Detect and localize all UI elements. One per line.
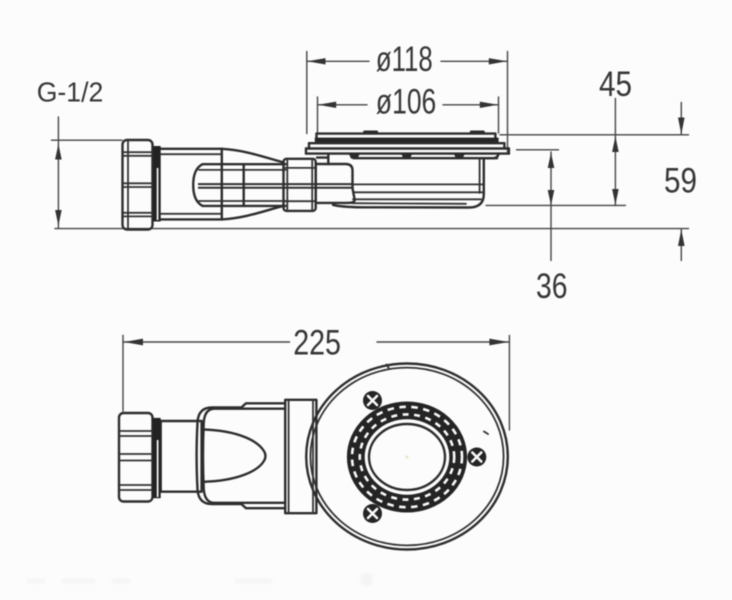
svg-text:225: 225 xyxy=(293,323,341,362)
svg-text:59: 59 xyxy=(664,162,697,201)
svg-text:ø106: ø106 xyxy=(376,82,436,121)
svg-text:G-1/2: G-1/2 xyxy=(37,77,104,108)
svg-text:ø118: ø118 xyxy=(376,40,433,79)
svg-text:36: 36 xyxy=(536,267,568,306)
svg-text:45: 45 xyxy=(599,65,632,104)
